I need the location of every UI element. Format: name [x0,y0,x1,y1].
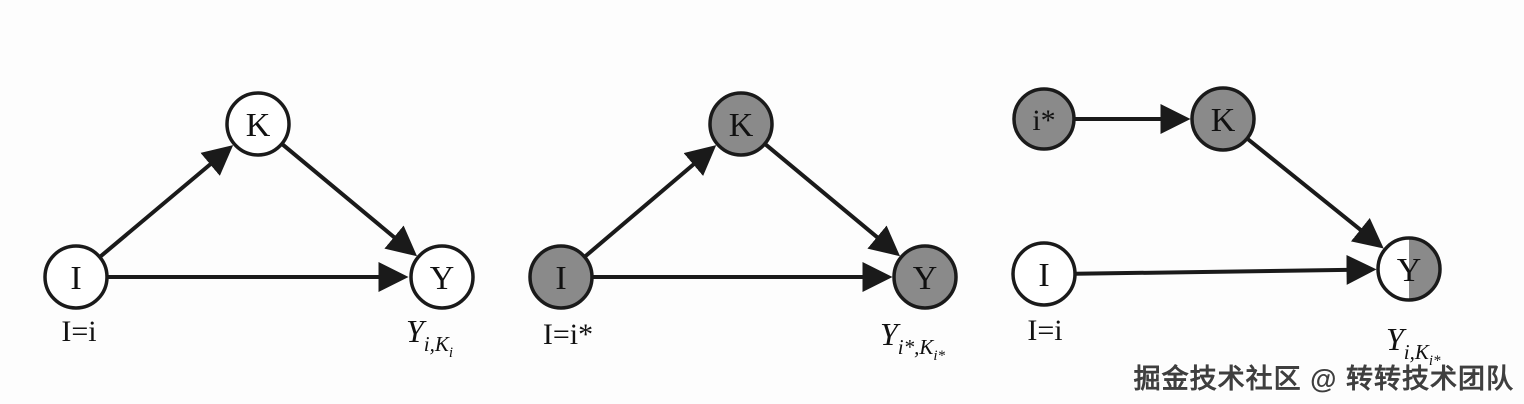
condition-label: I=i* [543,318,593,351]
node-I [43,244,109,310]
node-I [528,244,594,310]
node-Y [892,244,958,310]
node-Y-label: Y [1397,252,1422,289]
node-Y-gray-half [1409,239,1439,299]
node-Y-outline [1376,236,1442,302]
node-Y [409,244,475,310]
outcome-subscript: i,K [1404,340,1430,364]
node-K-label: K [729,107,754,144]
outcome-base: Y [406,313,427,349]
arrow-K-to-Y [280,142,418,257]
arrow-I-to-Y [1074,254,1377,285]
node-K [1190,86,1256,152]
arrow-K-to-Y [1245,136,1384,249]
outcome-label: Yi,Ki [406,313,453,361]
outcome-subscript: i*,K [898,335,935,359]
node-I-label: I [70,260,81,297]
arrow-I-to-K [98,145,234,259]
condition-label: I=i [1027,314,1062,347]
outcome-subscript: i,K [424,332,450,356]
node-K-label: K [246,107,271,144]
watermark: 掘金技术社区 @ 转转技术团队 [1133,364,1514,394]
condition-label: I=i [61,315,96,348]
node-K [708,91,774,157]
node-istar-label: i* [1032,104,1055,137]
node-I [1011,241,1077,307]
outcome-subsubscript: i* [1429,353,1441,369]
node-I-label: I [555,260,566,297]
diagram-nested-counterfactual: i* K I Y I=i Yi,Ki* [1011,86,1442,369]
arrow-K-to-Y [763,142,901,257]
diagram-factual: K I Y I=i Yi,Ki [43,91,475,361]
node-K-label: K [1211,102,1236,139]
outcome-base: Y [1386,321,1407,357]
outcome-subsubscript: i [449,345,453,361]
outcome-base: Y [880,316,901,352]
diagram-counterfactual: K I Y I=i* Yi*,Ki* [528,91,958,364]
node-Y-label: Y [430,260,455,297]
node-I-label: I [1038,257,1049,294]
node-istar [1012,87,1076,151]
node-Y-label: Y [913,260,938,297]
arrow-I-to-K [583,145,717,259]
outcome-label: Yi,Ki* [1386,321,1441,369]
outcome-label: Yi*,Ki* [880,316,946,364]
outcome-subsubscript: i* [933,348,945,364]
node-K [225,91,291,157]
